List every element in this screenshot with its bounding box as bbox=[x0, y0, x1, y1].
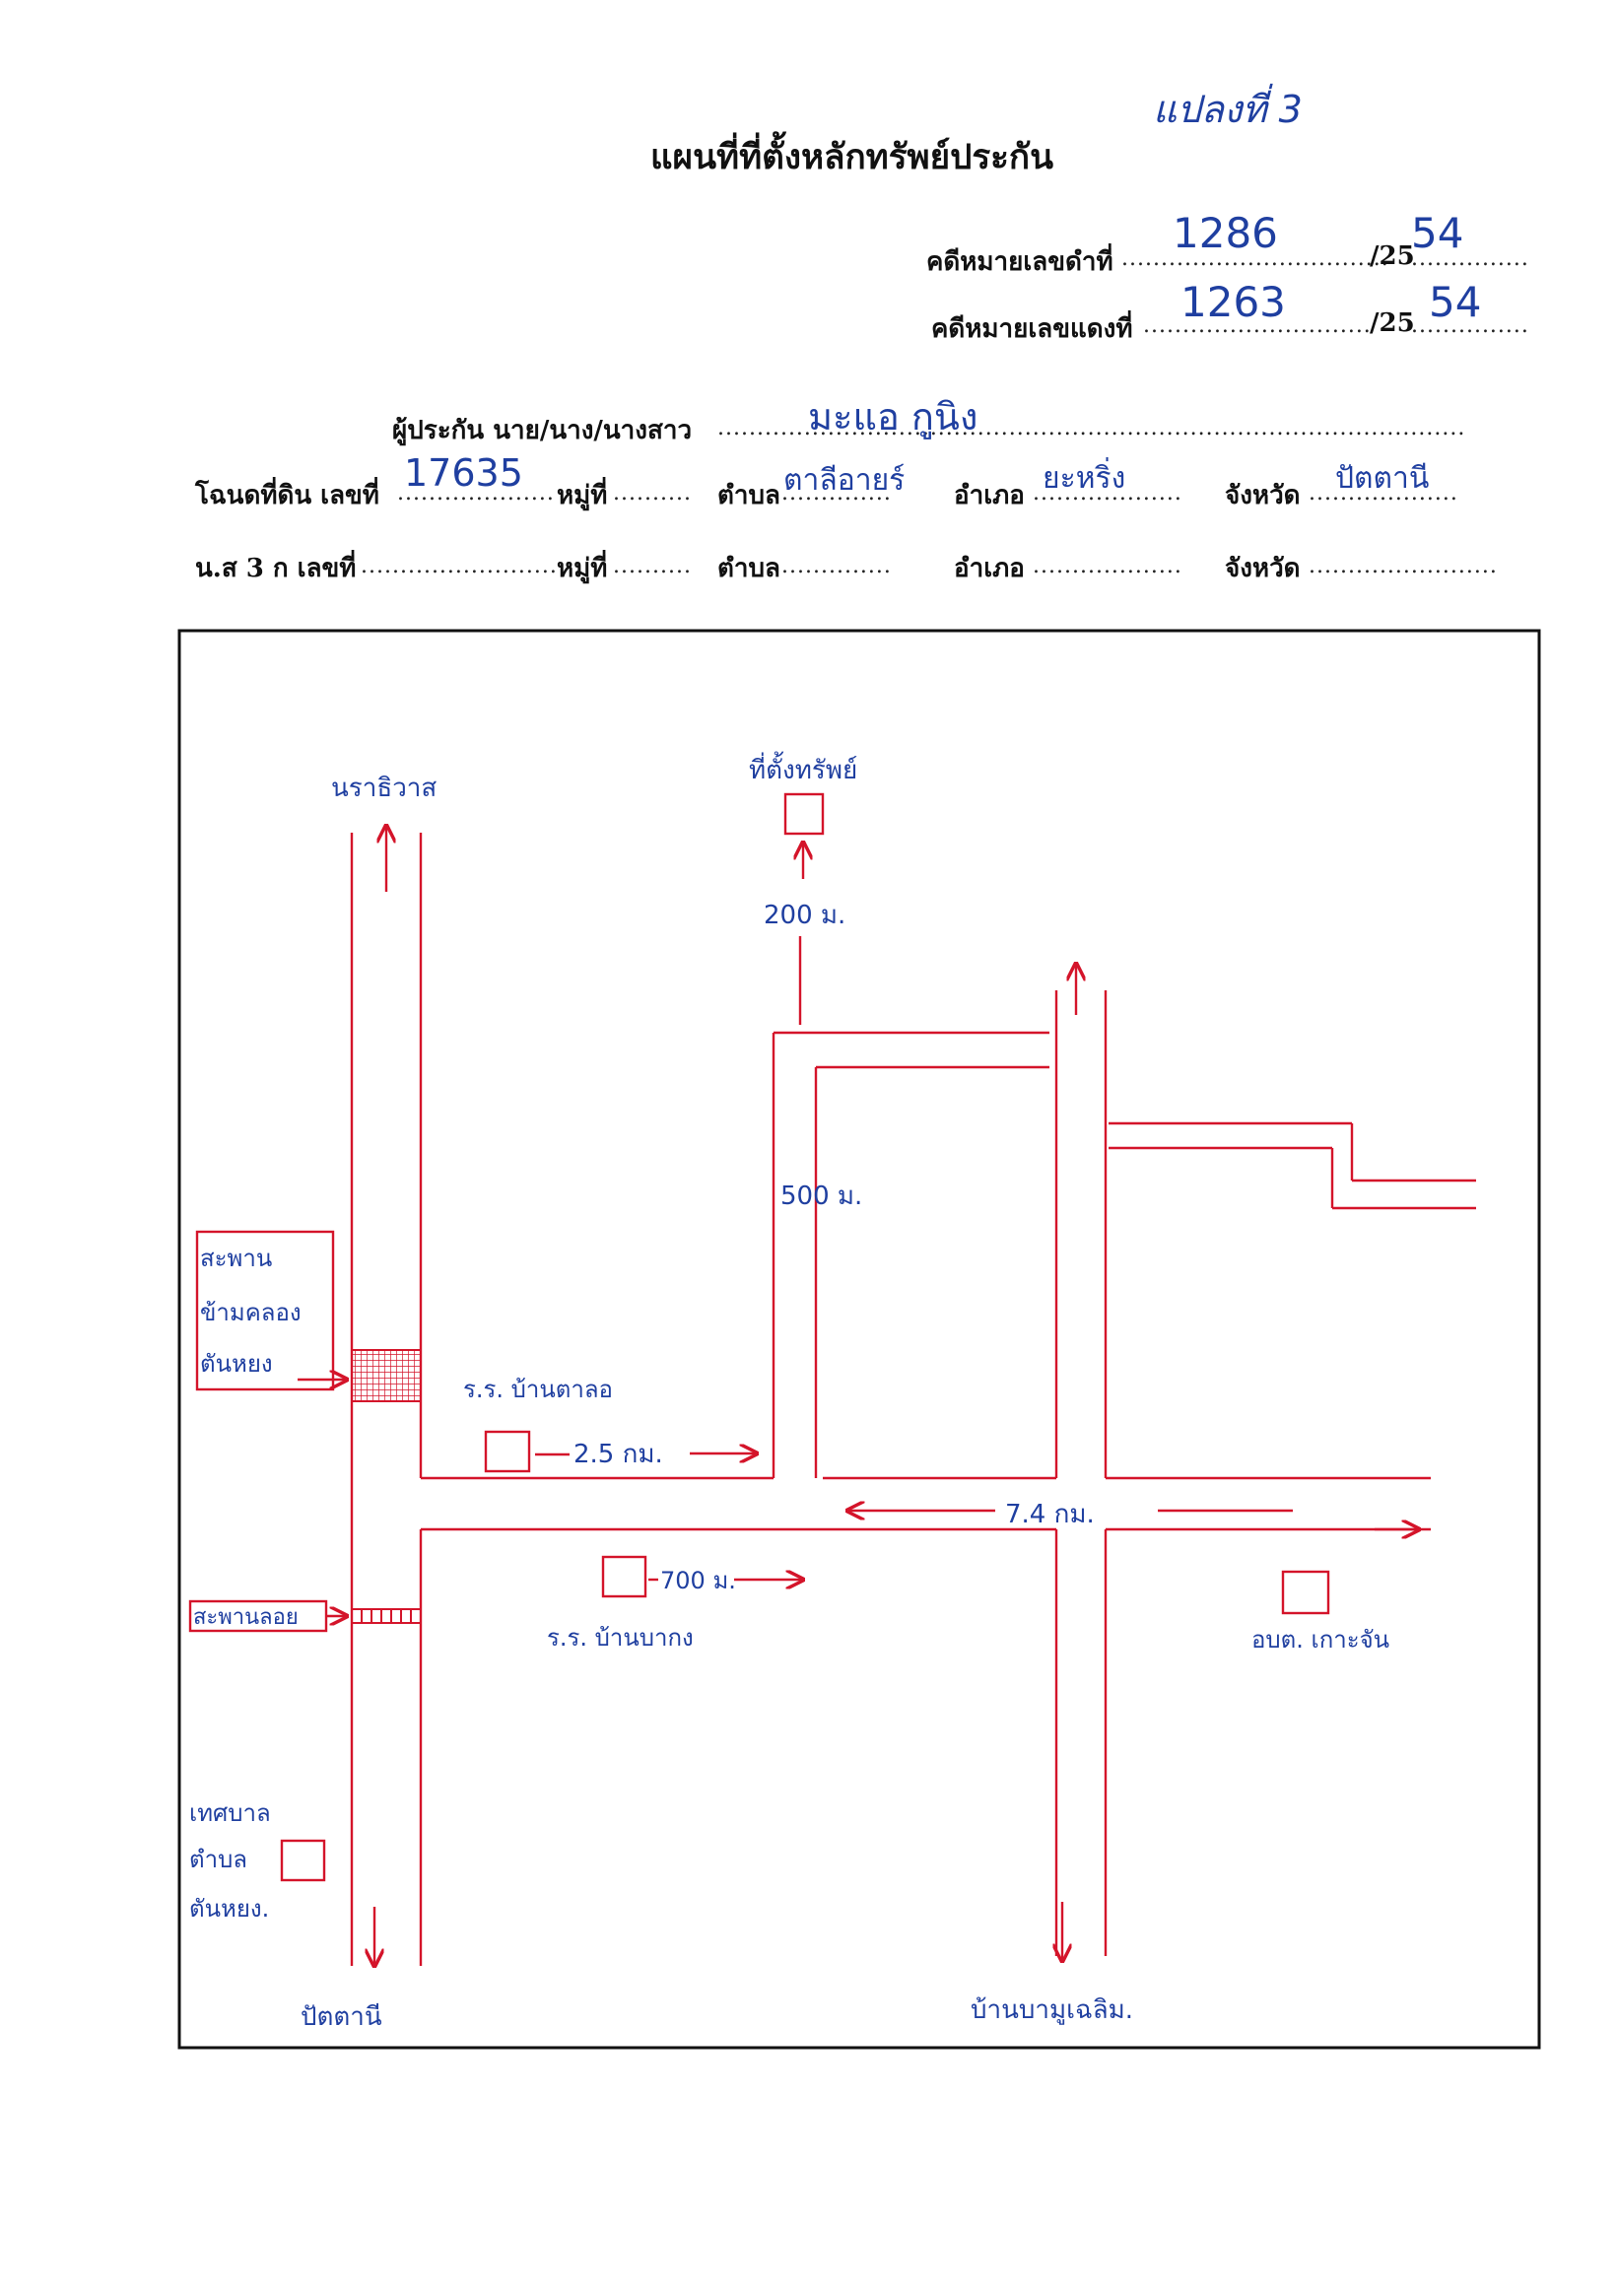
deed-amphoe-dots: ................... bbox=[1033, 481, 1182, 506]
red-case-number: 1263 bbox=[1180, 278, 1286, 326]
bridge-1-hatch bbox=[351, 1349, 422, 1402]
label-school-2: ร.ร. บ้านบากง bbox=[547, 1624, 694, 1652]
bridge-1-box bbox=[195, 1230, 335, 1391]
black-case-year-dots: ............... bbox=[1411, 246, 1529, 271]
ns3k-province-label: จังหวัด bbox=[1225, 554, 1301, 583]
guarantor-dots: ........................................… bbox=[717, 416, 1466, 440]
ns3k-tambon-label: ตำบล bbox=[717, 554, 780, 583]
label-ban-bamu: บ้านบามูเฉลิม. bbox=[971, 1995, 1133, 2025]
black-case-dots: .................................. bbox=[1121, 246, 1389, 271]
red-case-year-dots: ............... bbox=[1411, 313, 1529, 338]
ns3k-amphoe-label: อำเภอ bbox=[954, 554, 1025, 583]
deed-amphoe-label: อำเภอ bbox=[954, 481, 1025, 510]
deed-province-label: จังหวัด bbox=[1225, 481, 1301, 510]
land-marker bbox=[783, 792, 825, 836]
sheet-annotation: แปลงที่ 3 bbox=[1153, 88, 1303, 131]
label-2-5km: 2.5 กม. bbox=[573, 1440, 663, 1469]
deed-tambon-dots: .............. bbox=[781, 481, 892, 506]
guarantor-name: มะแอ กูนิง bbox=[808, 395, 978, 439]
ns3k-amphoe-dots: ................... bbox=[1033, 554, 1182, 578]
deed-label: โฉนดที่ดิน เลขที่ bbox=[195, 481, 379, 510]
label-obt: อบต. เกาะจัน bbox=[1251, 1626, 1389, 1654]
obt-marker bbox=[1281, 1570, 1330, 1615]
label-land-location: ที่ตั้งทรัพย์ bbox=[749, 751, 857, 785]
ns3k-label: น.ส 3 ก เลขที่ bbox=[195, 554, 357, 583]
deed-tambon: ตาลีอายร์ bbox=[783, 463, 906, 498]
map-frame bbox=[177, 629, 1541, 2050]
red-case-dots: ............................. bbox=[1143, 313, 1372, 338]
ns3k-moo-label: หมู่ที่ bbox=[557, 554, 608, 583]
map-labels: นราธิวาส ที่ตั้งทรัพย์ 200 ม. 500 ม. สะพ… bbox=[189, 751, 1389, 2032]
deed-number: 17635 bbox=[404, 451, 523, 495]
guarantor-label: ผู้ประกัน นาย/นาง/นางสาว bbox=[392, 416, 693, 445]
bridge-2-hatch bbox=[352, 1608, 421, 1624]
black-case-number: 1286 bbox=[1173, 209, 1278, 257]
deed-moo-label: หมู่ที่ bbox=[557, 481, 608, 510]
red-case-year-prefix: /25 bbox=[1370, 308, 1415, 338]
deed-moo-dots: .......... bbox=[613, 481, 692, 506]
label-municipality-l1: เทศบาล bbox=[189, 1799, 271, 1827]
deed-amphoe: ยะหริ่ง bbox=[1043, 461, 1126, 496]
ns3k-moo-dots: .......... bbox=[613, 554, 692, 578]
black-case-year-prefix: /25 bbox=[1370, 241, 1415, 271]
black-case-label: คดีหมายเลขดำที่ bbox=[926, 247, 1113, 277]
ns3k-province-dots: ........................ bbox=[1309, 554, 1498, 578]
red-case-label: คดีหมายเลขแดงที่ bbox=[931, 314, 1133, 344]
markers bbox=[188, 792, 1330, 1882]
ns3k-number-dots: ......................... bbox=[361, 554, 558, 578]
red-case-year: 54 bbox=[1429, 278, 1482, 326]
deed-province: ปัตตานี bbox=[1335, 461, 1430, 496]
label-naradhiwas: นราธิวาส bbox=[331, 774, 437, 803]
label-bridge-2: สะพานลอย bbox=[193, 1605, 299, 1630]
label-bridge-1-l3: ตันหยง bbox=[200, 1350, 273, 1378]
label-200m: 200 ม. bbox=[764, 901, 845, 930]
label-7-4km: 7.4 กม. bbox=[1005, 1500, 1095, 1529]
deed-tambon-label: ตำบล bbox=[717, 481, 780, 510]
deed-province-dots: ................... bbox=[1309, 481, 1458, 506]
label-500m: 500 ม. bbox=[780, 1182, 862, 1211]
arrows bbox=[298, 826, 1419, 1966]
black-case-year: 54 bbox=[1411, 209, 1464, 257]
ns3k-tambon-dots: .............. bbox=[781, 554, 892, 578]
school-2-marker bbox=[601, 1555, 647, 1598]
bridge-2-box bbox=[188, 1599, 328, 1633]
label-pattani: ปัตตานี bbox=[301, 2002, 382, 2032]
municipality-marker bbox=[280, 1839, 326, 1882]
label-700m: 700 ม. bbox=[660, 1567, 736, 1594]
deed-number-dots: .................... bbox=[397, 481, 555, 506]
label-municipality-l3: ตันหยง. bbox=[189, 1895, 269, 1923]
label-bridge-1-l1: สะพาน bbox=[200, 1245, 272, 1272]
page-title: แผนที่ที่ตั้งหลักทรัพย์ประกัน bbox=[650, 137, 1054, 177]
label-school-1: ร.ร. บ้านตาลอ bbox=[463, 1376, 613, 1403]
label-bridge-1-l2: ข้ามคลอง bbox=[200, 1299, 302, 1326]
label-municipality-l2: ตำบล bbox=[189, 1846, 247, 1873]
school-1-marker bbox=[484, 1430, 531, 1473]
